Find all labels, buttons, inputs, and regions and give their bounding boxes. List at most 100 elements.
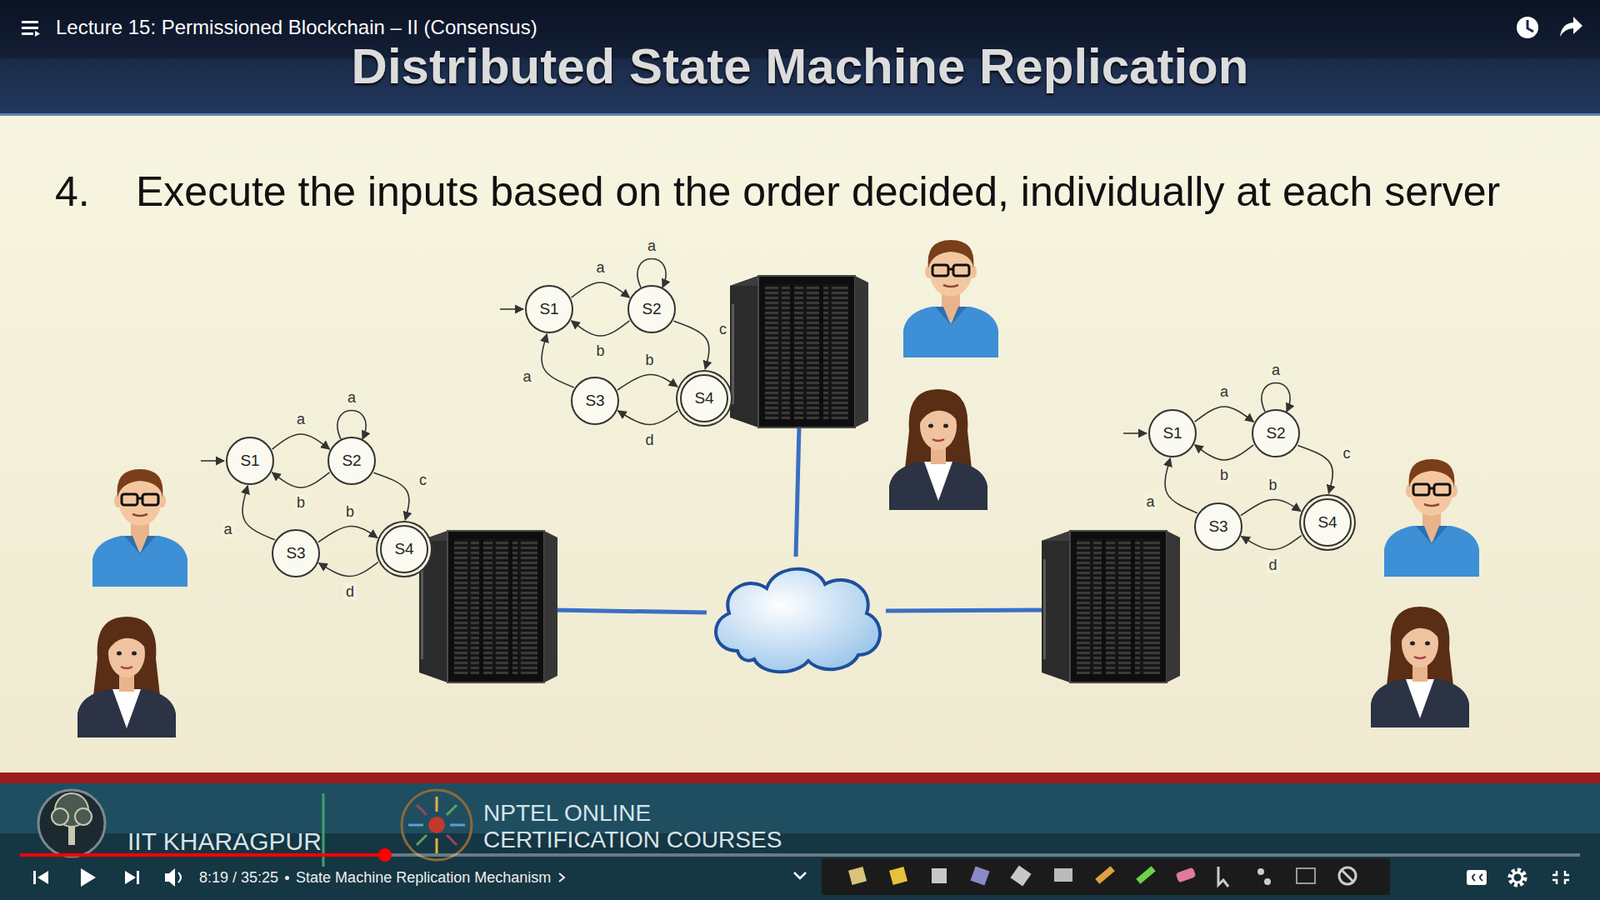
transition-arrow [1297, 445, 1333, 494]
transition-label: b [1217, 466, 1231, 484]
player-bottom-band [0, 772, 1600, 900]
player-bottom-band [401, 790, 472, 860]
player-bottom-band [0, 772, 1600, 784]
transition-label: c [1340, 445, 1354, 462]
step-text: Execute the inputs based on the order de… [135, 161, 1586, 222]
player-controls [80, 868, 96, 887]
state-name: S2 [341, 451, 361, 470]
player-bottom-band [416, 805, 427, 815]
player-bottom-band [435, 838, 439, 854]
state-circle: S2 [327, 436, 376, 485]
annotation-toolbar [1339, 867, 1356, 885]
transition-arrow [319, 562, 379, 577]
separator-dot [285, 875, 290, 880]
chevron-icon [557, 871, 566, 884]
transition-arrow [373, 472, 409, 520]
transition-arrow [272, 434, 330, 450]
state-circle: S2 [1251, 409, 1300, 458]
slide-title: Distributed State Machine Replication [0, 37, 1600, 96]
transition-label: d [1265, 556, 1280, 574]
state-name: S3 [585, 391, 605, 410]
transition-arrow [541, 334, 575, 388]
player-bottom-band [428, 816, 445, 834]
player-bottom-band [38, 790, 105, 857]
state-circle: S4 [680, 374, 729, 423]
transition-label: c [716, 320, 730, 338]
state-name: S1 [539, 300, 559, 319]
transition-label: a [1269, 360, 1283, 380]
player-bottom-band [51, 808, 69, 825]
player-bottom-band [408, 824, 424, 827]
player-top-icons [1560, 16, 1583, 37]
client-people [92, 469, 188, 587]
client-people [889, 389, 988, 510]
network-links [795, 426, 800, 557]
player-bottom-band [450, 824, 465, 827]
player-top-icons [1527, 20, 1534, 32]
player-bottom-band [75, 808, 92, 825]
player-controls [33, 868, 1570, 887]
state-name: S2 [1265, 424, 1285, 443]
transition-label: a [593, 259, 607, 276]
slide-background [0, 113, 1600, 116]
player-controls [1512, 872, 1523, 883]
server-racks [730, 275, 869, 428]
transition-arrow [1240, 499, 1301, 515]
player-controls [1552, 870, 1570, 885]
transition-label: a [1217, 383, 1231, 400]
automaton-extras [1123, 432, 1147, 435]
chevron-icon [559, 873, 565, 882]
annotation-toolbar [1175, 867, 1197, 884]
network-cloud [715, 569, 880, 672]
automaton-extras [637, 259, 666, 289]
player-bottom-band [416, 835, 427, 845]
state-circle: S3 [271, 529, 320, 578]
player-controls [125, 870, 136, 885]
client-people [77, 616, 176, 738]
annotation-toolbar [1218, 866, 1229, 887]
state-circle: S4 [380, 525, 429, 574]
transition-arrow [618, 410, 679, 425]
client-people [1370, 606, 1470, 728]
video-time: 8:19 / 35:25 [199, 868, 279, 887]
server-racks [419, 275, 1180, 683]
slide-background [0, 115, 1600, 775]
state-name: S2 [641, 300, 661, 319]
player-info-row: 8:19 / 35:25State Machine Replication Me… [199, 868, 566, 887]
transition-arrow [272, 472, 330, 488]
transition-label: a [294, 410, 308, 428]
state-name: S1 [1162, 424, 1182, 443]
state-name: S3 [1208, 517, 1228, 536]
state-circle: S1 [225, 436, 275, 485]
automaton-extras [500, 308, 524, 310]
player-top-icons [21, 20, 39, 24]
annotation-toolbar [1264, 878, 1271, 885]
annotation-toolbar [821, 858, 1390, 895]
player-controls [1466, 870, 1487, 885]
player-bottom-band [435, 796, 439, 812]
transition-label: c [416, 471, 430, 489]
player-controls [37, 870, 49, 885]
automaton-extras [200, 259, 1290, 462]
transition-label: a [645, 236, 659, 255]
transition-label: a [345, 388, 359, 407]
server-racks [1041, 530, 1180, 683]
annotation-toolbar [1054, 868, 1073, 882]
institute-name: IIT KHARAGPUR [127, 826, 322, 857]
network-links [885, 610, 1047, 611]
transition-label: a [220, 520, 235, 538]
annotation-toolbar [931, 868, 947, 884]
player-controls [1510, 870, 1525, 885]
player-controls [794, 872, 806, 879]
player-controls [1472, 874, 1483, 881]
transition-arrow [571, 282, 630, 298]
player-top-icons [35, 30, 40, 37]
state-name: S4 [394, 540, 414, 559]
annotation-toolbar [821, 858, 1390, 895]
transition-label: d [343, 583, 357, 600]
annotation-toolbar [1296, 868, 1315, 884]
state-circle: S2 [627, 285, 676, 334]
player-controls [178, 872, 181, 883]
video-title: Lecture 15: Permissioned Blockchain – II… [55, 15, 538, 40]
transition-arrow [318, 525, 378, 542]
